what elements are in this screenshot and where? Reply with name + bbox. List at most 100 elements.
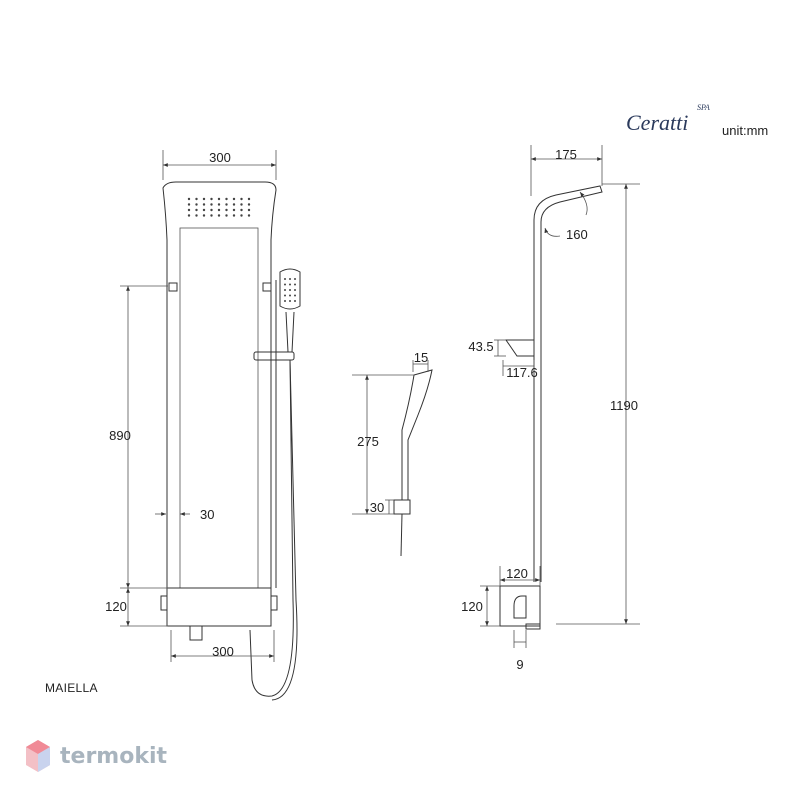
hand-shower-handle <box>285 311 295 353</box>
hand-shower-holder <box>393 499 411 515</box>
rain-nozzles <box>187 197 251 217</box>
hand-shower-hose-start <box>400 513 403 557</box>
hand-nozzle-dot <box>284 294 286 297</box>
dim-mixer-height-label: 120 <box>105 599 127 614</box>
nozzle-dot <box>240 197 243 201</box>
dim-depth-label: 30 <box>200 507 214 522</box>
nozzle-dot <box>225 214 228 217</box>
hand-nozzle-dot <box>294 294 296 297</box>
hand-nozzle-dot <box>294 300 296 302</box>
hand-nozzle-dot <box>289 294 291 297</box>
nozzle-dot <box>217 214 221 217</box>
nozzle-dot <box>232 203 236 206</box>
nozzle-dot <box>195 203 198 206</box>
hand-shower-head <box>279 268 301 310</box>
nozzle-dot <box>202 203 206 206</box>
nozzle-dot <box>210 203 213 206</box>
nozzle-dot <box>187 197 191 201</box>
nozzle-dot <box>202 197 206 201</box>
outlet-spout <box>189 625 203 641</box>
front-view: 300 890 30 120 300 <box>105 150 301 701</box>
nozzle-dot <box>195 197 198 201</box>
side-view: 175 160 43.5 117.6 1190 120 120 9 <box>461 145 640 672</box>
dim-width-bottom-label: 300 <box>212 644 234 659</box>
nozzle-dot <box>232 197 236 201</box>
dim-angle-arc-top <box>579 191 588 216</box>
hand-nozzle-dot <box>284 300 286 302</box>
nozzle-dot <box>247 214 251 217</box>
side-jet-left <box>168 282 178 292</box>
dim-outlet-label: 9 <box>516 657 523 672</box>
hand-nozzle-dot <box>284 289 286 291</box>
nozzle-dot <box>232 214 236 217</box>
mixer-knob-right <box>270 595 278 611</box>
nozzle-dot <box>217 208 221 212</box>
nozzle-dot <box>240 203 243 206</box>
dim-shelf-height-label: 43.5 <box>468 339 493 354</box>
nozzle-dot <box>195 208 198 212</box>
mixer-knob-left <box>160 595 168 611</box>
nozzle-dot <box>202 208 206 212</box>
nozzle-dot <box>247 197 251 201</box>
nozzle-dot <box>217 203 221 206</box>
hand-nozzle-dot <box>294 278 296 280</box>
nozzle-dot <box>210 197 213 201</box>
hand-nozzle-dot <box>294 283 296 286</box>
hand-shower-view: 15 275 30 <box>352 350 433 557</box>
nozzle-dot <box>247 203 251 206</box>
hand-nozzle-dot <box>289 289 291 291</box>
nozzle-dot <box>217 197 221 201</box>
dim-hand-length-label: 275 <box>357 434 379 449</box>
nozzle-dot <box>202 214 206 217</box>
hand-nozzle-dot <box>284 278 286 280</box>
shelf <box>505 339 535 357</box>
dim-width-top-label: 300 <box>209 150 231 165</box>
dim-angle-label: 160 <box>566 227 588 242</box>
mixer-side <box>499 585 541 627</box>
hand-nozzle-dot <box>284 283 286 286</box>
dim-holder-label: 30 <box>370 500 384 515</box>
panel-outline <box>162 181 277 589</box>
shower-hose <box>249 359 294 697</box>
hand-shower-profile <box>401 369 433 501</box>
nozzle-dot <box>225 208 228 212</box>
dim-shelf-depth-label: 117.6 <box>506 365 538 380</box>
panel-inner-frame <box>179 227 259 589</box>
nozzle-dot <box>240 214 243 217</box>
dim-angle-arc <box>544 227 561 237</box>
hand-nozzle-dot <box>289 300 291 302</box>
riser-pipe <box>533 185 603 582</box>
unit-label: unit:mm <box>722 123 769 138</box>
dim-head-depth-label: 15 <box>414 350 428 365</box>
dim-base-height-label: 120 <box>461 599 483 614</box>
nozzle-dot <box>225 197 228 201</box>
nozzle-dot <box>210 208 213 212</box>
brand-logo-sub: SPA <box>697 103 710 112</box>
side-jet-right <box>262 282 272 292</box>
brand-logo: Ceratti <box>626 110 689 135</box>
hand-nozzle-dot <box>289 283 291 286</box>
model-name: MAIELLA <box>45 681 98 695</box>
hand-nozzle-dot <box>289 278 291 280</box>
dim-panel-height-label: 890 <box>109 428 131 443</box>
hand-nozzle-dot <box>294 289 296 291</box>
nozzle-dot <box>240 208 243 212</box>
nozzle-dot <box>232 208 236 212</box>
mixer-body <box>166 587 272 627</box>
dim-base-width-label: 120 <box>506 566 528 581</box>
watermark-text: termokit <box>60 743 168 769</box>
hand-shower-nozzles <box>284 278 296 302</box>
shower-hose-outer <box>271 359 298 701</box>
watermark: termokit <box>24 736 167 776</box>
nozzle-dot <box>210 214 213 217</box>
hexagon-cube-icon <box>26 740 50 772</box>
dim-arm-length-label: 175 <box>555 147 577 162</box>
nozzle-dot <box>225 203 228 206</box>
slide-holder <box>253 351 295 361</box>
nozzle-dot <box>187 208 191 212</box>
dim-total-height-label: 1190 <box>610 398 638 413</box>
outlet-side <box>525 623 541 630</box>
nozzle-dot <box>195 214 198 217</box>
nozzle-dot <box>187 214 191 217</box>
